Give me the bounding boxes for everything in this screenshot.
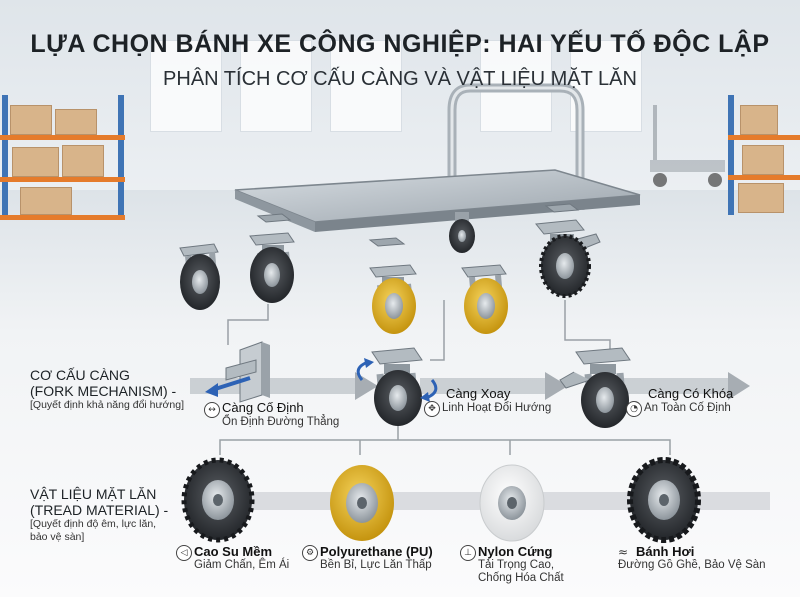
tread-option-desc: Đường Gồ Ghề, Bảo Vệ Sàn — [618, 559, 766, 571]
tread-option-desc: Giảm Chấn, Êm Ái — [194, 559, 290, 571]
tread-option-title: Bánh Hơi — [636, 544, 695, 559]
fork-section-label: CƠ CẤU CÀNG (FORK MECHANISM) - [Quyết đị… — [30, 367, 210, 412]
tread-wheel-rubber — [181, 457, 255, 543]
tread-option-title: Cao Su Mềm — [194, 544, 273, 559]
caster-pneumatic-brake-top — [535, 219, 601, 298]
tread-wheel-pu — [330, 465, 394, 541]
locking-caster-detail — [559, 347, 631, 428]
gear-icon: ⚙ — [302, 545, 318, 561]
trolley-wheel-rear — [449, 212, 475, 253]
tread-wheel-nylon — [479, 464, 545, 542]
tread-option-desc-2: Chống Hóa Chất — [478, 572, 564, 584]
tread-option-title: Polyurethane (PU) — [320, 544, 433, 559]
window — [150, 40, 222, 132]
fork-option-desc: Linh Hoạt Đổi Hướng — [442, 402, 552, 414]
storage-rack-right — [720, 95, 800, 215]
fork-option-desc: Ổn Định Đường Thẳng — [222, 416, 340, 428]
rotate-arrows-icon: ✥ — [424, 401, 440, 417]
caster-rubber-swivel-top — [249, 232, 295, 303]
trolley-deck — [234, 169, 641, 232]
fork-option-title: Càng Xoay — [446, 386, 511, 401]
fork-note: [Quyết định khả năng đổi hướng] — [30, 399, 185, 411]
tread-note-line1: [Quyết định độ êm, lực lăn, — [30, 518, 157, 530]
weight-icon: ⊥ — [460, 545, 476, 561]
fork-option-desc: An Toàn Cố Định — [644, 402, 731, 414]
fork-option-title: Càng Có Khóa — [648, 386, 734, 401]
storage-rack-left — [0, 95, 140, 220]
tread-wheel-pneumatic — [627, 457, 701, 543]
window — [330, 40, 402, 132]
trolley-handle — [447, 83, 585, 210]
window — [240, 40, 312, 132]
tread-option-desc: Bền Bỉ, Lực Lăn Thấp — [320, 559, 432, 571]
speaker-muted-icon: ◁ — [176, 545, 192, 561]
page-subtitle: PHÂN TÍCH CƠ CẤU CÀNG VÀ VẬT LIỆU MẶT LĂ… — [163, 68, 637, 90]
tread-section-label: VẬT LIỆU MẶT LĂN (TREAD MATERIAL) - [Quy… — [30, 486, 205, 544]
caster-pu-swivel-top — [369, 264, 417, 334]
tread-option-title: Nylon Cứng — [478, 544, 553, 559]
fork-option-title: Càng Cố Định — [222, 400, 304, 415]
caster-rubber-fixed-top — [179, 243, 220, 310]
fixed-fork-bracket — [205, 341, 270, 403]
tread-label-line1: VẬT LIỆU MẶT LĂN — [30, 486, 157, 502]
background-trolley — [650, 105, 725, 187]
tread-note-line2: bảo vệ sàn] — [30, 531, 85, 543]
caster-pu-fixed-top — [461, 264, 508, 334]
arrows-horizontal-icon: ↔ — [204, 402, 220, 418]
fork-label-line2: (FORK MECHANISM) - — [30, 383, 177, 399]
tread-label-line2: (TREAD MATERIAL) - — [30, 502, 169, 518]
swivel-caster-detail — [356, 347, 438, 426]
fork-row-arrow — [190, 372, 750, 400]
fork-label-line1: CƠ CẤU CÀNG — [30, 367, 130, 383]
page-title: LỰA CHỌN BÁNH XE CÔNG NGHIỆP: HAI YẾU TỐ… — [30, 30, 770, 58]
rough-road-icon: ≈ — [618, 545, 629, 559]
brake-gauge-icon: ◔ — [626, 401, 642, 417]
tread-option-desc: Tải Trọng Cao, — [478, 559, 555, 571]
